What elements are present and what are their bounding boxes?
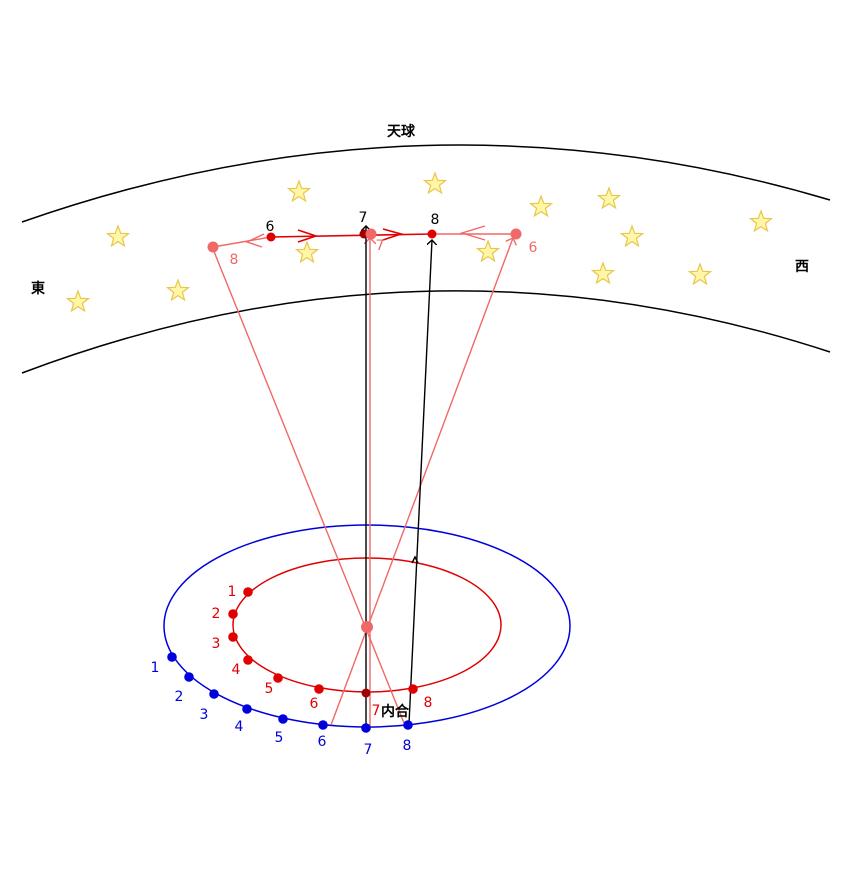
planet-position-label-5: 5 bbox=[265, 681, 274, 697]
arrow-8 bbox=[408, 240, 432, 725]
planet-position-2 bbox=[228, 609, 238, 619]
pink-path-left bbox=[212, 236, 272, 248]
sky-point-pink-7 bbox=[365, 228, 377, 240]
sky-label-pink-6: 6 bbox=[529, 240, 538, 256]
sphere-inner-arc bbox=[21, 290, 831, 374]
sky-label-black-7: 7 bbox=[359, 210, 368, 226]
earth-position-7 bbox=[361, 723, 371, 733]
planet-position-label-4: 4 bbox=[232, 662, 241, 678]
sky-label-black-8: 8 bbox=[431, 212, 440, 228]
planet-position-label-3: 3 bbox=[212, 636, 221, 652]
planet-position-label-2: 2 bbox=[212, 606, 221, 622]
pink-arrow-left bbox=[245, 233, 265, 248]
apparent-path-pink bbox=[212, 225, 516, 248]
celestial-sphere-band bbox=[21, 144, 831, 374]
earth-position-1 bbox=[167, 652, 177, 662]
earth-position-label-3: 3 bbox=[200, 707, 209, 723]
planet-position-7 bbox=[361, 688, 371, 698]
star-icon bbox=[590, 261, 616, 285]
earth-position-4 bbox=[242, 704, 252, 714]
star-icon bbox=[294, 240, 320, 264]
planet-position-4 bbox=[243, 655, 253, 665]
earth-position-label-8: 8 bbox=[403, 738, 412, 754]
planet-position-label-6: 6 bbox=[310, 696, 319, 712]
sun-icon bbox=[361, 621, 373, 633]
sky-label-pink-8: 8 bbox=[230, 252, 239, 268]
earth-positions: 123 4 5 6 7 8 bbox=[151, 652, 413, 758]
path-arrow-b bbox=[382, 228, 404, 241]
east-label: 東 bbox=[31, 280, 45, 297]
earth-position-2 bbox=[184, 672, 194, 682]
planet-position-label-7: 7 bbox=[372, 703, 381, 719]
star-icon bbox=[687, 262, 713, 286]
sky-label-black-6: 6 bbox=[266, 219, 275, 235]
star-icon bbox=[422, 171, 448, 195]
star-icon bbox=[475, 239, 501, 263]
pink-arrow-right bbox=[459, 225, 486, 241]
planet-position-8 bbox=[408, 684, 418, 694]
sight-arrows-black bbox=[366, 226, 432, 727]
star-icon bbox=[528, 194, 554, 218]
planet-position-5 bbox=[273, 673, 283, 683]
star-icon bbox=[286, 179, 312, 203]
earth-position-label-5: 5 bbox=[275, 730, 284, 746]
planet-position-6 bbox=[314, 684, 324, 694]
planet-position-1 bbox=[243, 587, 253, 597]
inferior-conjunction-label: 内合 bbox=[381, 703, 410, 720]
sight-line-6 bbox=[330, 238, 513, 726]
star-icon bbox=[105, 224, 131, 248]
earth-position-8 bbox=[403, 720, 413, 730]
sky-point-pink-8 bbox=[207, 241, 219, 253]
planet-position-label-8: 8 bbox=[424, 695, 433, 711]
sight-lines-pink bbox=[212, 238, 513, 728]
star-icon bbox=[619, 224, 645, 248]
sky-point-pink-6 bbox=[510, 228, 522, 240]
star-icon bbox=[65, 289, 91, 313]
apparent-path bbox=[270, 228, 433, 243]
earth-position-label-7: 7 bbox=[364, 742, 373, 758]
earth-position-5 bbox=[278, 714, 288, 724]
sphere-outer-arc bbox=[21, 144, 831, 223]
celestial-sphere-label: 天球 bbox=[387, 123, 416, 140]
star-icon bbox=[596, 186, 622, 210]
west-label: 西 bbox=[795, 259, 809, 275]
earth-position-6 bbox=[318, 720, 328, 730]
earth-position-label-6: 6 bbox=[318, 734, 327, 750]
sky-point-8 bbox=[427, 229, 437, 239]
sight-line-8 bbox=[212, 248, 405, 724]
sky-label-pink-7: 7 bbox=[376, 238, 385, 254]
star-icon bbox=[748, 209, 774, 233]
path-arrow-a bbox=[297, 229, 319, 243]
planet-position-3 bbox=[228, 632, 238, 642]
earth-position-3 bbox=[209, 689, 219, 699]
sky-point-6 bbox=[266, 232, 276, 242]
sky-points bbox=[207, 228, 522, 253]
earth-position-label-2: 2 bbox=[175, 689, 184, 705]
apparent-path-segment bbox=[270, 233, 433, 238]
earth-position-label-4: 4 bbox=[235, 719, 244, 735]
planet-position-label-1: 1 bbox=[228, 584, 237, 600]
arrow-8-mid-tick bbox=[411, 555, 419, 564]
star-icon bbox=[165, 278, 191, 302]
stars-group bbox=[65, 171, 774, 313]
earth-position-label-1: 1 bbox=[151, 660, 160, 676]
